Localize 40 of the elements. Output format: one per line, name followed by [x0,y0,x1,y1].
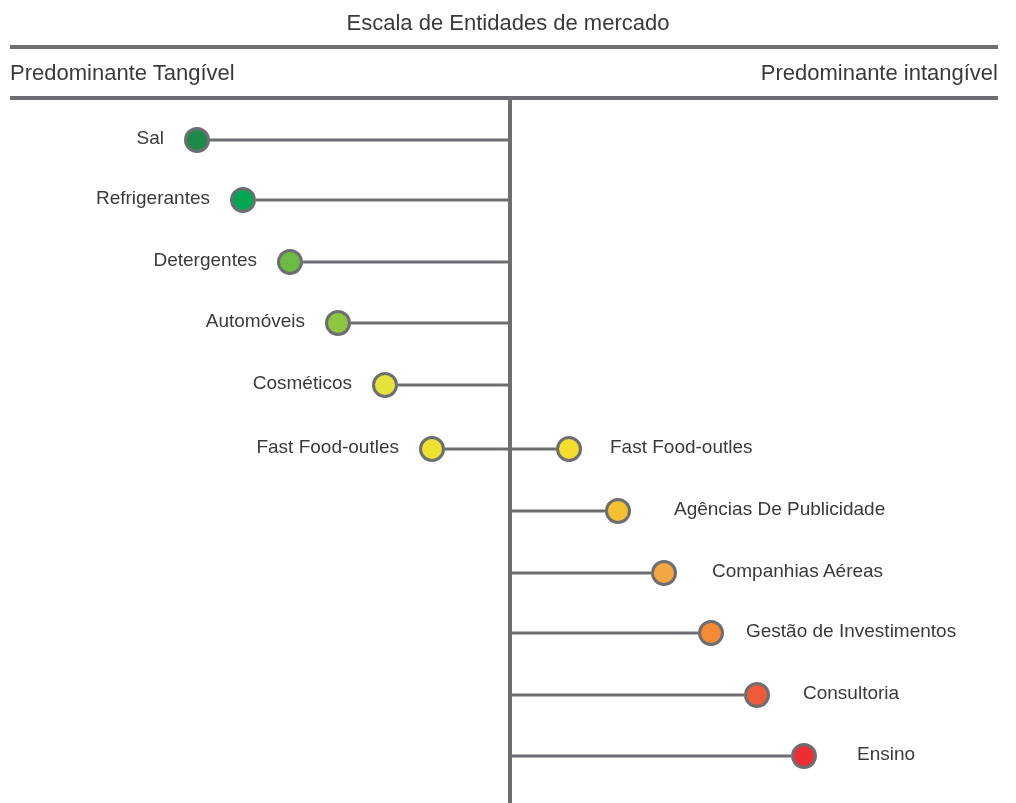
item-label: Consultoria [803,681,900,705]
connector-line [210,138,508,142]
scale-end-label: Predominante Tangível [10,60,235,86]
circle-marker [698,620,724,646]
connector-line [512,571,651,575]
circle-marker [325,310,351,336]
connector-line [351,321,508,325]
scale-end-label: Predominante intangível [760,60,998,86]
connector-line [512,447,556,451]
circle-marker [651,560,677,586]
connector-line [256,198,508,202]
connector-line [512,754,791,758]
item-label: Gestão de Investimentos [746,619,957,643]
connector-line [512,693,744,697]
circle-marker [372,372,398,398]
circle-marker [277,249,303,275]
connector-line [512,631,698,635]
item-label: Companhias Aéreas [712,559,884,583]
circle-marker [605,498,631,524]
scale-axis [508,100,512,803]
circle-marker [556,436,582,462]
item-label: Fast Food-outles [256,435,399,459]
connector-line [303,260,508,264]
connector-line [512,509,605,513]
circle-marker [419,436,445,462]
diagram-title: Escala de Entidades de mercado [345,10,671,36]
item-label: Cosméticos [252,371,352,395]
item-label: Fast Food-outles [610,435,753,459]
connector-line [445,447,508,451]
item-label: Agências De Publicidade [674,497,886,521]
item-label: Automóveis [205,309,305,333]
item-label: Refrigerantes [95,186,210,210]
circle-marker [791,743,817,769]
item-label: Sal [136,126,164,150]
circle-marker [230,187,256,213]
circle-marker [744,682,770,708]
circle-marker [184,127,210,153]
connector-line [398,383,508,387]
item-label: Ensino [857,742,916,766]
item-label: Detergentes [153,248,257,272]
